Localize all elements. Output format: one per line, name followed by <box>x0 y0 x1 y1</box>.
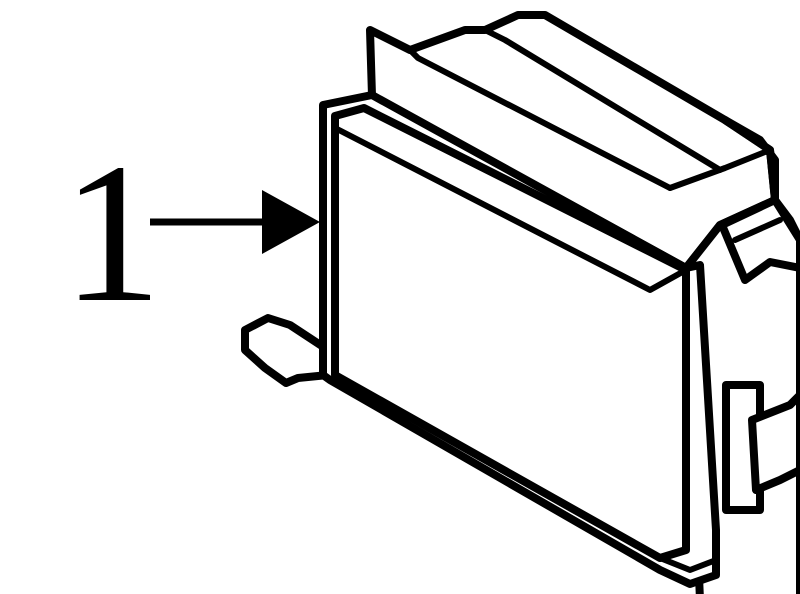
mounting-ear <box>241 314 332 387</box>
top-ridge-2 <box>482 27 723 173</box>
module-front-face <box>331 104 690 562</box>
component-module <box>241 11 800 594</box>
bottom-edge <box>657 555 719 573</box>
top-ridge-3 <box>667 147 773 191</box>
front-face-bevel <box>332 125 689 293</box>
callout-number: 1 <box>62 123 162 344</box>
latch-line <box>732 217 783 243</box>
connector-tab-lower-pin <box>748 391 800 494</box>
callout-group: 1 <box>62 123 320 344</box>
top-ridge-1 <box>407 47 673 191</box>
callout-arrow-head <box>262 190 320 254</box>
